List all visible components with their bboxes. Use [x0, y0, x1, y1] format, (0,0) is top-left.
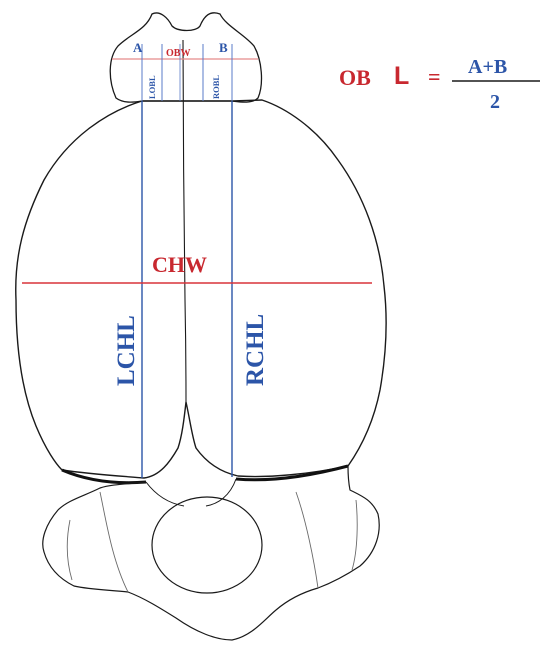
label-lchl: LCHL	[113, 315, 140, 386]
formula-l: L	[394, 62, 409, 90]
cerebellum-outline	[43, 466, 379, 640]
cerebral-hemispheres-outline	[16, 100, 386, 478]
label-obw: OBW	[166, 48, 190, 59]
cerebellar-vermis	[152, 497, 262, 593]
midline	[183, 40, 186, 402]
label-chw: CHW	[152, 252, 207, 277]
vermis-top-curve	[146, 479, 236, 506]
label-a: A	[133, 40, 143, 55]
formula-equals: =	[428, 64, 441, 89]
formula-ob: OB	[339, 65, 371, 90]
label-lobl: LOBL	[147, 75, 157, 99]
cerebellum-inner-lines	[67, 492, 357, 592]
label-robl: ROBL	[211, 75, 221, 99]
label-rchl: RCHL	[242, 314, 269, 386]
obl-formula: OB L = A+B 2	[339, 56, 540, 113]
formula-denominator: 2	[490, 91, 500, 113]
formula-numerator: A+B	[468, 56, 507, 78]
label-b: B	[219, 40, 228, 55]
